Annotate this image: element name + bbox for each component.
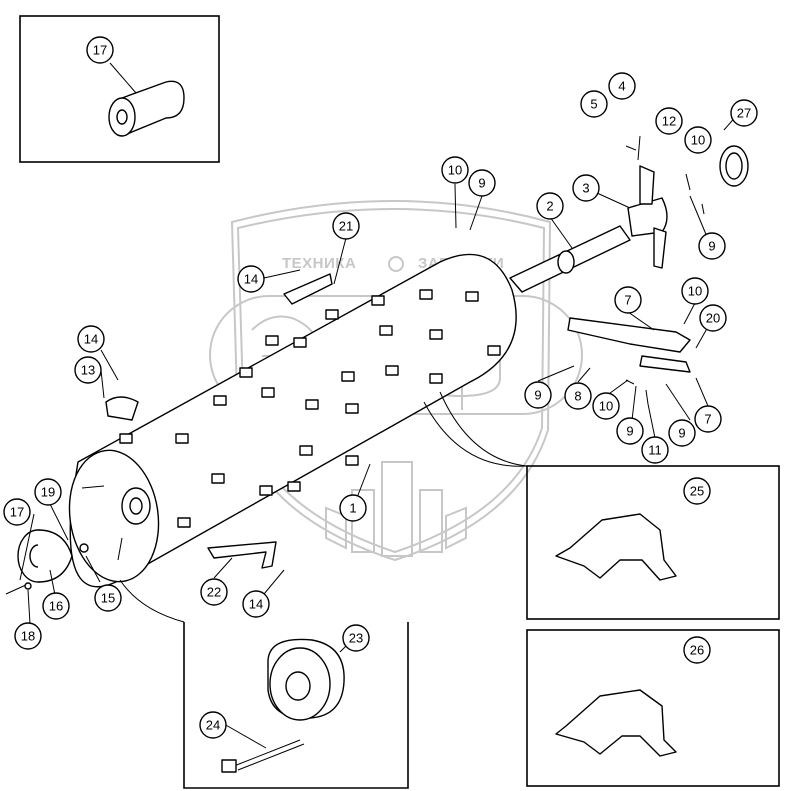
svg-text:27: 27 (737, 106, 751, 121)
callout-25: 25 (683, 477, 711, 505)
svg-text:3: 3 (582, 181, 589, 196)
callout-18: 18 (14, 622, 42, 650)
svg-text:9: 9 (708, 239, 715, 254)
callout-27: 27 (730, 99, 758, 127)
svg-text:14: 14 (84, 332, 98, 347)
svg-text:14: 14 (249, 597, 263, 612)
svg-text:1: 1 (349, 501, 356, 516)
svg-text:10: 10 (448, 163, 462, 178)
svg-text:8: 8 (574, 389, 581, 404)
callout-22: 22 (200, 578, 228, 606)
callout-21: 21 (332, 212, 360, 240)
inset-26 (423, 401, 780, 787)
callout-10-d: 10 (592, 392, 620, 420)
svg-text:13: 13 (81, 363, 95, 378)
callout-11: 11 (641, 436, 669, 464)
callouts: 17 27 4 5 12 10 10 9 3 2 9 21 14 7 10 20… (3, 36, 758, 739)
svg-text:9: 9 (678, 426, 685, 441)
svg-text:9: 9 (478, 176, 485, 191)
svg-text:10: 10 (599, 399, 613, 414)
callout-28: 17 (86, 36, 114, 64)
callout-9-d: 9 (616, 417, 644, 445)
callout-14-a: 14 (237, 265, 265, 293)
svg-text:20: 20 (706, 311, 720, 326)
svg-text:25: 25 (690, 484, 704, 499)
svg-text:10: 10 (688, 284, 702, 299)
svg-text:17: 17 (93, 43, 107, 58)
callout-3: 3 (572, 174, 600, 202)
callout-9-b: 9 (698, 232, 726, 260)
svg-text:26: 26 (690, 643, 704, 658)
callout-7: 7 (694, 405, 722, 433)
callout-26: 26 (683, 636, 711, 664)
callout-20: 20 (699, 304, 727, 332)
shaft-assembly (509, 135, 749, 293)
callout-10-b: 10 (441, 156, 469, 184)
rotor-drum (68, 253, 517, 588)
small-brackets (105, 273, 333, 569)
callout-5: 5 (580, 90, 608, 118)
svg-text:5: 5 (590, 97, 597, 112)
arm-bracket (567, 317, 691, 405)
callout-14-b: 14 (77, 325, 105, 353)
callout-2: 2 (536, 192, 564, 220)
callout-12: 12 (655, 107, 683, 135)
svg-text:16: 16 (49, 599, 63, 614)
svg-text:12: 12 (662, 114, 676, 129)
callout-23: 23 (342, 624, 370, 652)
paddles (119, 289, 501, 528)
svg-text:2: 2 (546, 199, 553, 214)
svg-text:7: 7 (704, 412, 711, 427)
svg-text:10: 10 (691, 133, 705, 148)
inset-28 (19, 15, 220, 163)
callout-10-c: 10 (681, 277, 709, 305)
callout-9-c: 9 (524, 381, 552, 409)
callout-19: 19 (34, 478, 62, 506)
gear-icon (388, 256, 404, 272)
svg-text:18: 18 (21, 629, 35, 644)
inset-25 (439, 391, 780, 620)
svg-text:23: 23 (349, 631, 363, 646)
callout-10-a: 10 (684, 126, 712, 154)
svg-text:22: 22 (207, 585, 221, 600)
callout-4: 4 (608, 72, 636, 100)
callout-14-c: 14 (242, 590, 270, 618)
callout-9-e: 9 (668, 419, 696, 447)
watermark-left-text: ТЕХНИКА (282, 255, 356, 272)
svg-text:9: 9 (534, 388, 541, 403)
svg-text:24: 24 (206, 718, 220, 733)
svg-text:19: 19 (41, 485, 55, 500)
svg-text:11: 11 (648, 443, 662, 458)
svg-text:4: 4 (618, 79, 625, 94)
callout-9-a: 9 (468, 169, 496, 197)
callout-15: 15 (94, 584, 122, 612)
svg-text:7: 7 (624, 293, 631, 308)
callout-8: 8 (564, 382, 592, 410)
inset-23-24 (119, 579, 409, 789)
callout-13: 13 (74, 356, 102, 384)
callout-17: 17 (3, 498, 31, 526)
callout-6: 7 (614, 286, 642, 314)
callout-24: 24 (199, 711, 227, 739)
svg-text:15: 15 (101, 591, 115, 606)
svg-text:9: 9 (626, 424, 633, 439)
callout-1: 1 (339, 494, 367, 522)
svg-text:14: 14 (244, 272, 258, 287)
svg-text:21: 21 (339, 219, 353, 234)
svg-text:17: 17 (10, 505, 24, 520)
callout-16: 16 (42, 592, 70, 620)
